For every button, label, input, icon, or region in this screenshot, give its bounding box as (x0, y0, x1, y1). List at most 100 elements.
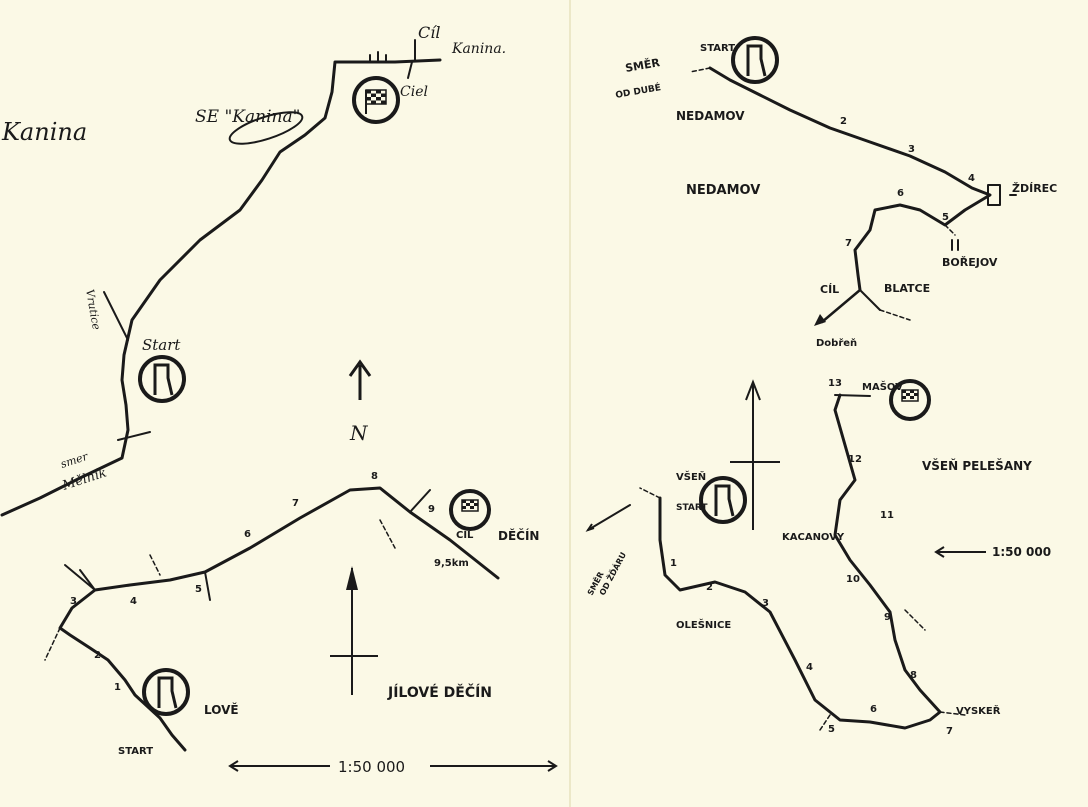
km-mark-v12: 12 (848, 454, 862, 465)
start-icon-nedamov (731, 36, 779, 84)
road-branch-3 (64, 564, 96, 591)
north-arrow-icon-3 (730, 379, 780, 530)
km-mark-v2: 2 (706, 582, 713, 593)
km-mark-n3: 3 (908, 144, 915, 155)
km-mark-n5: 5 (942, 212, 949, 223)
label-nedamov-town: NEDAMOV (676, 109, 745, 123)
km-mark-v13: 13 (828, 378, 842, 389)
km-mark-1: 1 (114, 682, 121, 693)
km-marks-nedamov: 2 3 4 5 6 7 (840, 116, 975, 249)
km-mark-n4: 4 (968, 173, 975, 184)
road-od-zdaru (587, 504, 631, 531)
km-mark-v5: 5 (828, 724, 835, 735)
map-vsen-pelesany: 1 2 3 4 5 6 7 8 9 10 11 12 13 VŠEŇ START… (584, 378, 1051, 737)
km-mark-5: 5 (195, 584, 202, 595)
label-vysker: VYSKEŘ (956, 704, 1001, 717)
label-ciel: Ciel (400, 84, 428, 100)
road-branch-5 (204, 571, 211, 601)
label-scale-right: 1:50 000 (992, 545, 1051, 559)
buildings-kanina (369, 51, 387, 63)
road-branch-top (407, 39, 416, 79)
start-icon (138, 355, 186, 403)
arrow-od-zdaru (585, 523, 595, 532)
road-branch-start (117, 431, 151, 441)
route-nedamov (708, 66, 992, 292)
map-kanina: Kanina SE "Kanina" Cíl Kanina. Ciel Vrut… (0, 23, 506, 517)
km-mark-4: 4 (130, 596, 137, 607)
lake-kanina (228, 111, 304, 145)
label-dobren: Dobřeň (816, 337, 857, 349)
label-decin: DĚČÍN (498, 528, 539, 543)
km-mark-v6: 6 (870, 704, 877, 715)
road-branch-9 (409, 489, 431, 513)
label-start-vsen: START (676, 503, 708, 513)
start-icon-jilove (142, 668, 190, 716)
label-stage-jilove: JÍLOVÉ DĚČÍN (387, 683, 492, 701)
km-mark-n7: 7 (845, 238, 852, 249)
arrow-to-dobren (814, 314, 826, 326)
scale-bar-left (228, 760, 558, 772)
km-mark-v3: 3 (762, 598, 769, 609)
scale-bar-right (934, 546, 986, 558)
km-mark-n6: 6 (897, 188, 904, 199)
label-smer-nedamov: SMĚR (624, 56, 661, 75)
label-kacanovy: KACANOVY (782, 532, 845, 543)
km-mark-6: 6 (244, 529, 251, 540)
road-blatce-dashed (689, 67, 956, 321)
roads-dashed-vsen (639, 487, 966, 731)
label-stage-nedamov: NEDAMOV (686, 183, 760, 198)
label-north: N (349, 421, 369, 445)
route-vsen (658, 393, 942, 730)
km-mark-7: 7 (292, 498, 299, 509)
label-start-nedamov: START (700, 43, 735, 54)
road-vrutice (103, 291, 129, 341)
label-start-jilove: START (118, 746, 153, 757)
label-start: Start (142, 336, 181, 354)
road-blatce (859, 289, 881, 311)
label-kanina-corner: Kanina (1, 118, 87, 146)
label-town-jilove: LOVĚ (204, 702, 239, 717)
km-mark-v9: 9 (884, 612, 891, 623)
km-mark-v4: 4 (806, 662, 813, 673)
km-mark-v8: 8 (910, 670, 917, 681)
start-icon-vsen (699, 476, 747, 524)
road-branch-dashed (44, 519, 396, 661)
finish-flag-icon-masov (889, 379, 931, 421)
km-mark-v7: 7 (946, 726, 953, 737)
label-zdirec: ŽDÍREC (1012, 182, 1057, 195)
north-arrow-icon-2 (330, 566, 378, 695)
km-mark-8: 8 (371, 471, 378, 482)
label-distance: 9,5km (434, 558, 469, 569)
km-mark-3: 3 (70, 596, 77, 607)
km-mark-v1: 1 (670, 558, 677, 569)
label-scale-left: 1:50 000 (338, 758, 405, 776)
route-kanina (0, 58, 442, 517)
km-mark-v11: 11 (880, 510, 894, 521)
buildings-zdirec (987, 184, 1017, 206)
finish-flag-icon-decin (449, 489, 491, 531)
label-stage-vsen: VŠEŇ PELEŠANY (922, 458, 1032, 473)
label-cil-jilove: CÍL (456, 528, 474, 541)
map-nedamov: 2 3 4 5 6 7 START SMĚR OD DUBÉ NEDAMOV N… (614, 36, 1057, 349)
finish-flag-icon (352, 76, 400, 124)
km-marks-vsen: 1 2 3 4 5 6 7 8 9 10 11 12 13 (670, 378, 953, 737)
label-borejov: BOŘEJOV (942, 256, 998, 269)
label-se-kanina: SE "Kanina" (195, 107, 300, 127)
road-masov (834, 394, 871, 397)
label-cil: Cíl (418, 23, 440, 42)
km-mark-n2: 2 (840, 116, 847, 127)
km-mark-9: 9 (428, 504, 435, 515)
km-marks-jilove: 1 2 3 4 5 6 7 8 9 (70, 471, 435, 693)
road-cil-nedamov (820, 288, 862, 324)
label-kanina-town: Kanina. (451, 41, 506, 57)
km-mark-2: 2 (94, 650, 101, 661)
km-mark-v10: 10 (846, 574, 860, 585)
map-jilove-decin: 1 2 3 4 5 6 7 8 9 START LOVĚ CÍL DĚČÍN 9… (44, 471, 558, 776)
label-cil-nedamov: CÍL (820, 283, 839, 296)
label-blatce: BLATCE (884, 282, 930, 295)
label-vsen: VŠEŇ (676, 470, 706, 483)
buildings-borejov (951, 239, 959, 251)
label-olesnice: OLEŠNICE (676, 618, 731, 631)
